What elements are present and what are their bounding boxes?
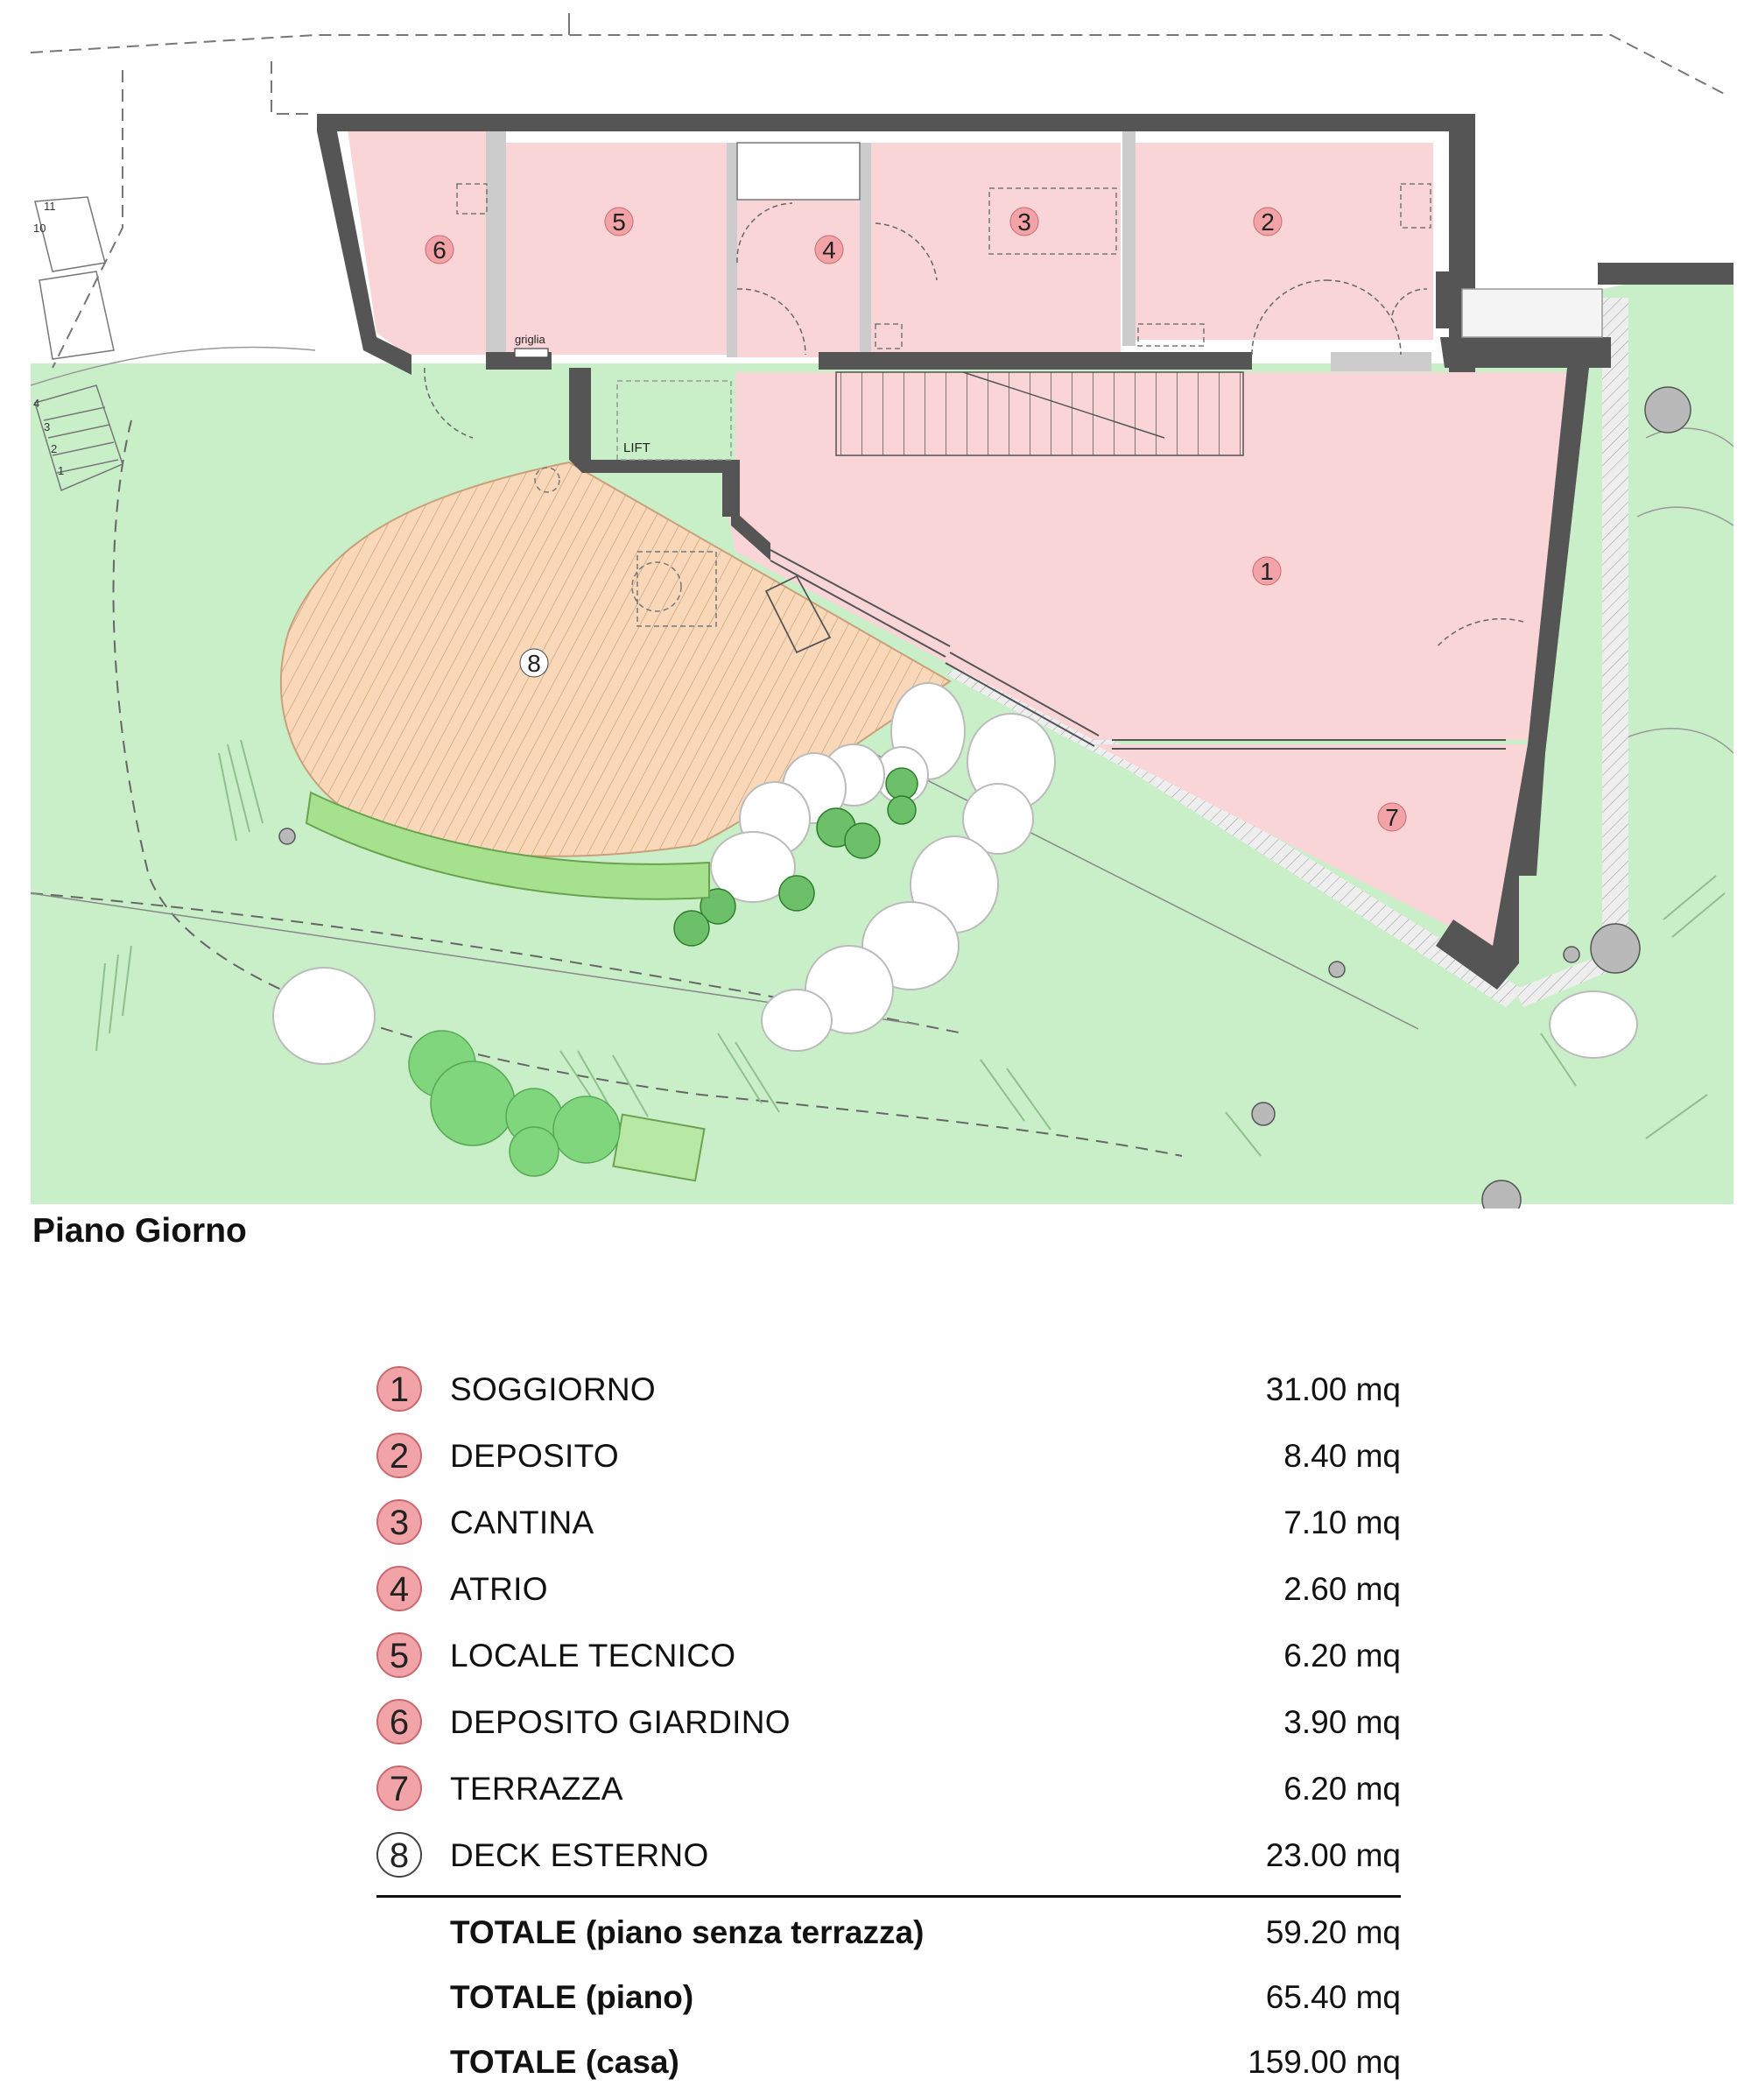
trees xyxy=(408,1030,621,1177)
legend-row: 7 TERRAZZA 6.20 mq xyxy=(376,1762,1401,1829)
room-number-badge: 2 xyxy=(376,1433,422,1478)
room-name: TERRAZZA xyxy=(450,1771,623,1807)
room-4 xyxy=(737,200,860,357)
svg-text:1: 1 xyxy=(1260,558,1274,585)
legend-row: 4 ATRIO 2.60 mq xyxy=(376,1562,1401,1629)
badge-3: 3 xyxy=(1009,207,1039,236)
entrance-canopy xyxy=(1461,288,1603,338)
room-area: 8.40 mq xyxy=(1283,1438,1401,1474)
room-legend: 1 SOGGIORNO 31.00 mq 2 DEPOSITO 8.40 mq … xyxy=(376,1363,1401,2080)
fixtures xyxy=(456,183,1431,627)
room-area: 2.60 mq xyxy=(1283,1571,1401,1607)
room-name: SOGGIORNO xyxy=(450,1371,656,1407)
svg-text:6: 6 xyxy=(432,236,447,264)
room-name: DECK ESTERNO xyxy=(450,1837,709,1873)
room-name: LOCALE TECNICO xyxy=(450,1638,736,1674)
room-5 xyxy=(506,143,727,355)
room-1 xyxy=(580,372,1576,740)
room-area: 6.20 mq xyxy=(1283,1638,1401,1674)
total-area: 65.40 mq xyxy=(1265,1979,1401,2015)
skylight xyxy=(736,142,861,201)
total-area: 59.20 mq xyxy=(1265,1914,1401,1950)
legend-row: 8 DECK ESTERNO 23.00 mq xyxy=(376,1829,1401,1895)
diagonal-glazing xyxy=(770,549,1506,750)
lift-label: LIFT xyxy=(623,440,650,455)
room-area: 6.20 mq xyxy=(1283,1771,1401,1807)
external-stairs xyxy=(34,196,123,492)
rocks xyxy=(272,682,1638,1065)
svg-text:2: 2 xyxy=(1261,208,1275,236)
room-area: 23.00 mq xyxy=(1265,1837,1401,1873)
deck-step xyxy=(764,574,832,654)
site-boundary-lines xyxy=(30,13,1730,369)
svg-text:4: 4 xyxy=(822,236,836,264)
grass-texture xyxy=(95,739,1726,1157)
totals-divider xyxy=(376,1895,1401,1898)
stair-number: 4 xyxy=(33,397,39,410)
svg-text:3: 3 xyxy=(1017,208,1031,236)
legend-row: 6 DEPOSITO GIARDINO 3.90 mq xyxy=(376,1695,1401,1762)
badge-6: 6 xyxy=(425,235,454,264)
plan-title: Piano Giorno xyxy=(32,1212,247,1250)
gravel-strip xyxy=(946,666,1523,1007)
posts xyxy=(278,386,1691,1209)
room-number-badge: 7 xyxy=(376,1765,422,1811)
total-label: TOTALE (piano senza terrazza) xyxy=(450,1914,925,1950)
badge-5: 5 xyxy=(604,207,634,236)
room-number-badge: 4 xyxy=(376,1566,422,1611)
room-name: ATRIO xyxy=(450,1571,548,1607)
stair-number: 3 xyxy=(44,420,50,433)
room-number-badge: 6 xyxy=(376,1699,422,1744)
svg-text:7: 7 xyxy=(1385,804,1399,831)
stair-number: 10 xyxy=(33,222,46,235)
contour-lines xyxy=(30,346,1734,754)
badge-1: 1 xyxy=(1252,556,1282,586)
room-area: 7.10 mq xyxy=(1283,1505,1401,1540)
badge-8: 8 xyxy=(519,648,549,678)
badge-2: 2 xyxy=(1253,207,1283,236)
floor-plan: 11 10 4 3 2 1 xyxy=(30,13,1734,1209)
svg-text:5: 5 xyxy=(612,208,626,236)
svg-text:8: 8 xyxy=(527,650,541,677)
badge-4: 4 xyxy=(814,235,844,264)
room-6 xyxy=(348,130,486,355)
total-area: 159.00 mq xyxy=(1248,2044,1401,2080)
total-label: TOTALE (casa) xyxy=(450,2044,679,2080)
grill-mark xyxy=(514,348,549,358)
room-number-badge: 8 xyxy=(376,1832,422,1878)
totals-row: TOTALE (piano) 65.40 mq xyxy=(376,1970,1401,2035)
room-fills xyxy=(348,130,1576,950)
room-name: DEPOSITO xyxy=(450,1438,619,1474)
internal-stair xyxy=(835,371,1244,456)
lift-shaft xyxy=(616,380,732,461)
room-name: DEPOSITO GIARDINO xyxy=(450,1704,791,1740)
room-area: 31.00 mq xyxy=(1265,1371,1401,1407)
stair-number: 11 xyxy=(44,200,56,213)
room-number-badge: 5 xyxy=(376,1632,422,1678)
stair-number: 1 xyxy=(58,464,64,477)
totals-row: TOTALE (piano senza terrazza) 59.20 mq xyxy=(376,1906,1401,1970)
room-2 xyxy=(1136,143,1433,340)
legend-row: 5 LOCALE TECNICO 6.20 mq xyxy=(376,1629,1401,1695)
door-swings xyxy=(424,202,1524,649)
room-number-badge: 3 xyxy=(376,1499,422,1545)
room-number-badge: 1 xyxy=(376,1366,422,1412)
room-3 xyxy=(871,143,1121,355)
room-badges: 1 2 3 4 5 6 7 8 xyxy=(425,207,1407,832)
stair-number: 2 xyxy=(51,442,57,455)
hedge xyxy=(305,791,710,900)
walls xyxy=(317,114,1733,990)
total-label: TOTALE (piano) xyxy=(450,1979,694,2015)
room-7 xyxy=(1094,744,1528,950)
totals-row: TOTALE (casa) 159.00 mq xyxy=(376,2035,1401,2100)
legend-row: 3 CANTINA 7.10 mq xyxy=(376,1496,1401,1562)
garden-right xyxy=(1602,263,1733,1204)
legend-row: 2 DEPOSITO 8.40 mq xyxy=(376,1429,1401,1496)
totals-table: TOTALE (piano senza terrazza) 59.20 mq T… xyxy=(376,1906,1401,2100)
room-area: 3.90 mq xyxy=(1283,1704,1401,1740)
legend-row: 1 SOGGIORNO 31.00 mq xyxy=(376,1363,1401,1429)
grill-label: griglia xyxy=(515,333,545,346)
badge-7: 7 xyxy=(1377,802,1407,832)
room-name: CANTINA xyxy=(450,1505,594,1540)
